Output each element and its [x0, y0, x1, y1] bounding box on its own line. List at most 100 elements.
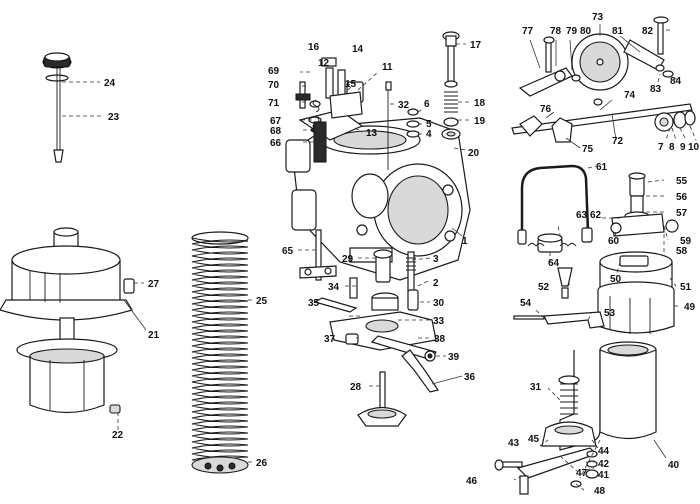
- callout-26: 26: [256, 458, 268, 469]
- callout-54: 54: [520, 298, 532, 309]
- callout-60: 60: [608, 236, 620, 247]
- callout-70: 70: [268, 80, 280, 91]
- callout-46: 46: [466, 476, 478, 487]
- callout-14: 14: [352, 44, 364, 55]
- callout-59: 59: [680, 236, 692, 247]
- callout-74: 74: [624, 90, 636, 101]
- callout-36: 36: [464, 372, 476, 383]
- callout-3: 3: [433, 254, 439, 265]
- callout-25: 25: [256, 296, 268, 307]
- callout-23: 23: [108, 112, 120, 123]
- callout-16: 16: [308, 42, 320, 53]
- callout-47: 47: [576, 468, 588, 479]
- callout-1: 1: [462, 236, 468, 247]
- piston-part: [16, 317, 121, 414]
- callout-31: 31: [530, 382, 542, 393]
- callout-79: 79: [566, 26, 578, 37]
- callout-52: 52: [538, 282, 550, 293]
- callout-71: 71: [268, 98, 280, 109]
- callout-53: 53: [604, 308, 616, 319]
- callout-12: 12: [318, 58, 330, 69]
- callout-17: 17: [470, 40, 482, 51]
- callout-27: 27: [148, 279, 160, 290]
- callout-9: 9: [680, 142, 686, 153]
- callout-40: 40: [668, 460, 680, 471]
- callout-58: 58: [676, 246, 688, 257]
- float-chamber-lid-part: [517, 164, 679, 289]
- callout-51: 51: [680, 282, 692, 293]
- callout-39: 39: [448, 352, 460, 363]
- callout-44: 44: [598, 446, 610, 457]
- callout-55: 55: [676, 176, 688, 187]
- callout-78: 78: [550, 26, 562, 37]
- callout-2: 2: [433, 278, 439, 289]
- washers-part: [406, 108, 420, 138]
- callout-22: 22: [112, 430, 124, 441]
- callout-49: 49: [684, 302, 696, 313]
- callout-82: 82: [642, 26, 654, 37]
- callout-68: 68: [270, 126, 282, 137]
- callout-5: 5: [426, 119, 432, 130]
- choke-rod-part: [299, 229, 337, 281]
- callout-20: 20: [468, 148, 480, 159]
- jet-assembly-part: [313, 249, 439, 393]
- callout-45: 45: [528, 434, 540, 445]
- callout-72: 72: [612, 136, 624, 147]
- callout-57: 57: [676, 208, 688, 219]
- callout-32: 32: [398, 100, 410, 111]
- jet-housing-part: [494, 375, 599, 495]
- callout-13: 13: [366, 128, 378, 139]
- callout-21: 21: [148, 330, 160, 341]
- carburettor-body-part: [285, 117, 471, 281]
- callout-83: 83: [650, 84, 662, 95]
- callout-81: 81: [612, 26, 624, 37]
- callout-66: 66: [270, 138, 282, 149]
- callout-41: 41: [598, 470, 610, 481]
- callout-37: 37: [324, 334, 336, 345]
- callout-18: 18: [474, 98, 486, 109]
- callout-80: 80: [580, 26, 592, 37]
- callout-38: 38: [434, 334, 446, 345]
- callout-33: 33: [433, 316, 445, 327]
- linkage-arms-part: [511, 16, 696, 143]
- callout-19: 19: [474, 116, 486, 127]
- callout-10: 10: [688, 142, 700, 153]
- callout-4: 4: [426, 129, 432, 140]
- callout-30: 30: [433, 298, 445, 309]
- callout-29: 29: [342, 254, 354, 265]
- callout-67: 67: [270, 116, 282, 127]
- callout-61: 61: [596, 162, 608, 173]
- callout-34: 34: [328, 282, 340, 293]
- callout-11: 11: [382, 62, 393, 73]
- suction-chamber-part: [0, 227, 135, 321]
- callout-35: 35: [308, 298, 320, 309]
- callout-73: 73: [592, 12, 604, 23]
- callout-8: 8: [669, 142, 675, 153]
- callout-50: 50: [610, 274, 622, 285]
- callout-84: 84: [670, 76, 682, 87]
- callout-62: 62: [590, 210, 602, 221]
- callout-65: 65: [282, 246, 294, 257]
- callout-64: 64: [548, 258, 560, 269]
- callout-75: 75: [582, 144, 594, 155]
- callout-76: 76: [540, 104, 552, 115]
- float-needle-part: [513, 267, 605, 329]
- callout-48: 48: [594, 486, 606, 497]
- top-linkage-part: [295, 57, 392, 170]
- callout-42: 42: [598, 459, 610, 470]
- damper-cap-part: [42, 52, 72, 163]
- piston-spring-part: [191, 231, 249, 474]
- adjusting-screw-part: [441, 31, 461, 140]
- callout-labels: 1 2 3 4 5 6 7 8 9 10 11 12 13 14 15 16 1…: [104, 12, 700, 497]
- callout-24: 24: [104, 78, 116, 89]
- callout-28: 28: [350, 382, 362, 393]
- leader-lines: [62, 24, 697, 491]
- callout-77: 77: [522, 26, 534, 37]
- callout-56: 56: [676, 192, 688, 203]
- callout-15: 15: [345, 79, 357, 90]
- callout-43: 43: [508, 438, 520, 449]
- callout-69: 69: [268, 66, 280, 77]
- callout-6: 6: [424, 99, 430, 110]
